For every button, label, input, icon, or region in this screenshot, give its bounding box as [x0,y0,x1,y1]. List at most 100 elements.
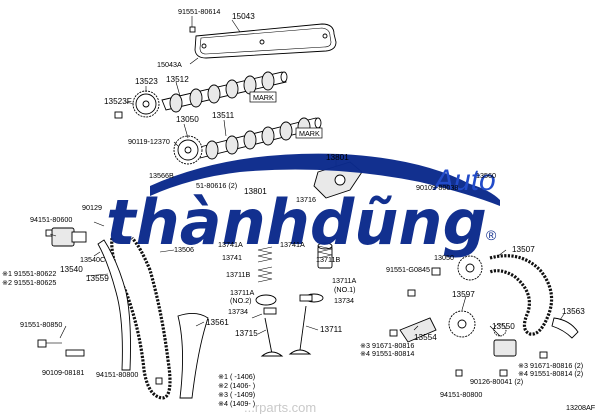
label-13741: 13741 [222,253,242,262]
label-13560: 13560 [476,171,496,180]
head-cover-gasket [194,23,337,59]
label-13559: 13559 [86,274,109,283]
label-90109-80038: 90109-80038 [416,183,458,192]
label-13711a-1: 13711A [332,276,356,285]
gasket-bolt [189,24,196,33]
watermark: thànhdũng Auto ® ...rparts.com [106,153,500,414]
camshaft-13511 [195,117,322,160]
label-no1: (NO.1) [334,285,356,294]
label-90109-08181: 90109-08181 [42,368,84,377]
valve-retainer-13734 [263,294,313,315]
footnote-4: ※4 (1409- ) [218,399,255,408]
leader-lines [49,16,565,339]
watermark-auto: Auto [432,164,496,197]
guide-13563 [551,317,579,339]
label-91551-80614: 91551-80614 [178,7,220,16]
label-13506: 13506 [174,245,194,254]
stud-90109-08181 [65,349,85,357]
bolt-91551-g0845 [431,267,441,276]
valve-seat-13711a [255,293,324,306]
label-91551-80850: 91551-80850 [20,320,62,329]
chain-guide-13561 [177,313,209,399]
label-90129: 90129 [82,203,102,212]
label-13711a-2: 13711A [230,288,254,297]
label-94151-80600: 94151-80600 [30,215,72,224]
label-note-91551-80814: ※4 91551-80814 [360,349,414,358]
label-91551-g0845: 91551-G0845 [386,265,430,274]
label-13741a-1: 13741A [218,240,243,249]
part-labels: 91551-80614 15043 15043A 13523 13512 135… [2,7,596,412]
label-note4-91551-80814-2: ※4 91551-80814 (2) [518,369,583,378]
watermark-brand: thànhdũng [106,186,487,259]
label-13554: 13554 [414,333,437,342]
label-note3-91671-80816-2: ※3 91671-80816 (2) [518,361,583,370]
sprocket-bolt-13523f [114,111,123,119]
label-13050: 13050 [176,115,199,124]
label-13563: 13563 [562,307,585,316]
label-note-91551-80625: ※2 91551-80625 [2,278,56,287]
sprocket-13597 [448,310,476,338]
label-mark-2: MARK [299,129,320,138]
bolt-right-row [389,289,548,377]
label-13507: 13507 [512,245,535,254]
label-15043: 15043 [232,12,255,21]
camshaft-13512 [161,71,288,113]
valve-spring-13711 [257,246,273,283]
label-13597: 13597 [452,290,475,299]
label-13540: 13540 [60,265,83,274]
label-15043a: 15043A [157,60,182,69]
label-94151-80800-left: 94151-80800 [96,370,138,379]
label-13734-1: 13734 [334,296,354,305]
label-13711: 13711 [320,325,343,334]
vvt-gear-13050 [173,135,203,165]
label-13050-right: 13050 [434,253,454,262]
label-94151-80800-right: 94151-80800 [440,390,482,399]
label-13716: 13716 [296,195,316,204]
label-13523f: 13523F [104,97,132,106]
label-13561: 13561 [206,318,229,327]
footnote-2: ※2 (1406- ) [218,381,255,390]
label-13734-2: 13734 [228,307,248,316]
label-13511: 13511 [212,111,235,120]
label-90119-12370: 90119-12370 [128,137,170,146]
label-90126-80041: 90126-80041 (2) [470,377,523,386]
label-51-80616: 51-80616 (2) [196,181,237,190]
chain-tensioner-arm-13559 [97,239,131,371]
timing-chain-13507 [489,254,554,336]
bolt-left-1 [45,229,53,237]
exhaust-valve-13711 [288,305,312,355]
label-note-91551-80622: ※1 91551-80622 [2,269,56,278]
footnote-1: ※1 ( -1406) [218,372,255,381]
valve-spring [317,245,333,259]
label-mark-1: MARK [253,93,274,102]
bolt-94151-80800-left [155,377,163,385]
intake-valve-13715 [260,317,284,357]
label-13512: 13512 [166,75,189,84]
label-13540c: 13540C [80,255,105,264]
tensioner-13550 [493,339,517,357]
bolt-left-2 [37,339,62,348]
idler-gear-13050 [457,255,483,281]
label-13711b-2: 13711B [226,270,250,279]
cam-sprocket-13523 [132,90,160,118]
chain-tensioner-13540 [51,227,87,247]
watermark-registered: ® [486,227,497,243]
figure-code: 13208AF [566,403,596,412]
watermark-site: ...rparts.com [244,400,316,414]
label-13566b: 13566B [149,171,174,180]
label-13801-top: 13801 [326,153,349,162]
label-no2: (NO.2) [230,296,252,305]
label-13711b-1: 13711B [316,255,340,264]
mark-box-1 [249,91,277,103]
footnotes: ※1 ( -1406) ※2 (1406- ) ※3 ( -1409) ※4 (… [218,372,255,408]
label-13523: 13523 [135,77,158,86]
label-13741a-2: 13741A [280,240,305,249]
label-13715: 13715 [235,329,258,338]
label-13550: 13550 [492,322,515,331]
watermark-car-silhouette [150,153,500,206]
mark-box-2 [295,127,323,139]
label-note-91671-80816: ※3 91671-80816 [360,341,414,350]
bracket-13554 [399,317,437,343]
label-13801-mid: 13801 [244,187,267,196]
